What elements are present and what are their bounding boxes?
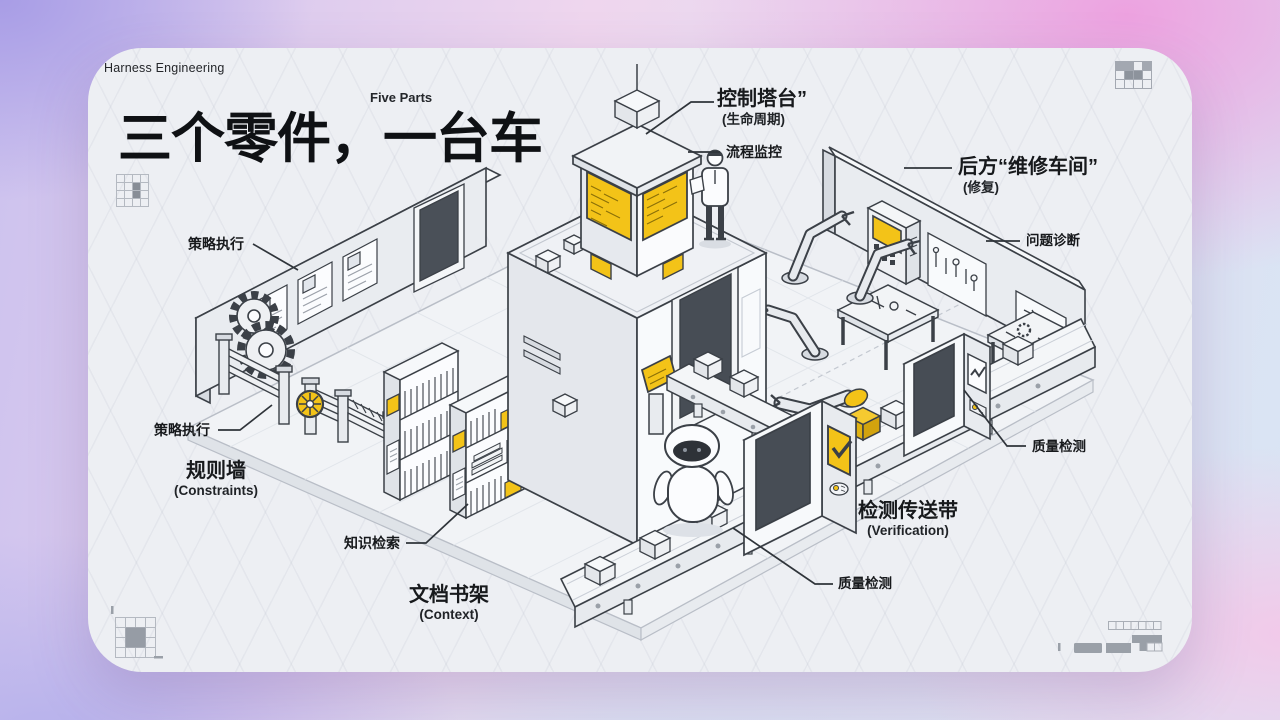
robot-arm <box>846 238 921 305</box>
conveyor-title: 检测传送带 <box>858 500 958 522</box>
rules-wall-title: 规则墙 <box>186 460 246 482</box>
callout-conveyor: 检测传送带 (Verification) <box>830 500 986 539</box>
check-icon <box>831 439 853 459</box>
callout-quality-check-bottom: 质量检测 <box>838 576 892 591</box>
robot-arm <box>781 210 855 285</box>
doc-bookshelf <box>382 342 460 502</box>
callout-lines <box>218 101 1026 585</box>
callout-control-tower-subtitle: (生命周期) <box>722 112 785 127</box>
control-tower <box>571 64 703 281</box>
callout-process-monitor: 流程监控 <box>726 144 782 160</box>
door-conveyor <box>665 351 811 452</box>
page-title: 三个零件，一台车 <box>118 109 543 169</box>
callout-repair-shop-title: 后方“维修车间” <box>958 156 1098 178</box>
scanner-gate-check <box>742 399 858 557</box>
doc-shelf-title: 文档书架 <box>409 584 489 606</box>
callout-knowledge-search: 知识检索 <box>344 535 400 551</box>
callout-policy-exec-top: 策略执行 <box>188 236 244 252</box>
scanner-gate-graph <box>902 332 992 458</box>
pixel-grid-icon <box>1115 61 1152 89</box>
doc-shelf-subtitle: (Context) <box>419 607 479 622</box>
tower-finial-cube <box>613 89 661 130</box>
pixel-grid-icon <box>116 174 149 207</box>
robot-mascot <box>653 424 734 537</box>
gear-icon <box>229 291 279 341</box>
valve-wheel-icon <box>295 389 325 419</box>
brand-text: Harness Engineering <box>104 61 225 75</box>
callout-problem-diagnosis: 问题诊断 <box>1026 233 1080 248</box>
factory-illustration <box>186 64 1097 642</box>
robot-arm <box>756 304 829 361</box>
robot-visor <box>673 440 711 462</box>
title-superscript: Five Parts <box>370 90 433 105</box>
callout-control-tower-title: 控制塔台” <box>717 88 807 110</box>
conveyor-subtitle: (Verification) <box>867 523 949 538</box>
rules-wall-subtitle: (Constraints) <box>174 483 258 498</box>
pegboard <box>927 231 987 318</box>
callout-quality-check-right: 质量检测 <box>1032 439 1086 454</box>
pixel-deco-icon <box>1058 621 1163 653</box>
engineer-figure <box>689 149 731 249</box>
callout-doc-shelf: 文档书架 (Context) <box>384 584 514 623</box>
check-panel <box>827 424 851 477</box>
rules-wall <box>194 166 502 405</box>
pixel-grid-icon <box>111 606 163 659</box>
policy-gates <box>215 333 400 461</box>
callout-repair-shop-subtitle: (修复) <box>963 180 999 195</box>
callout-policy-exec-bottom: 策略执行 <box>154 422 210 438</box>
callout-rules-wall: 规则墙 (Constraints) <box>160 460 272 499</box>
slide-card: Harness Engineering 三个零件，一台车 Five Parts … <box>88 48 1192 672</box>
